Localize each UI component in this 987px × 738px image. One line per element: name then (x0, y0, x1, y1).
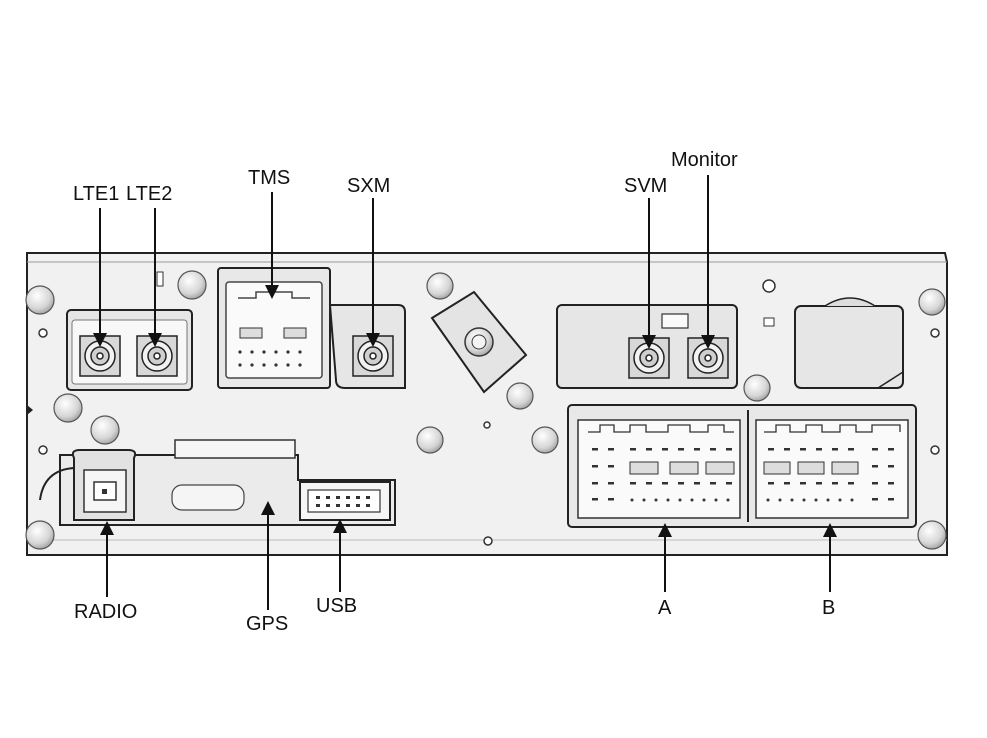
edge-notch (27, 405, 33, 415)
connector-b-body (755, 419, 909, 519)
connector-a-body (577, 419, 741, 519)
small-holes (38, 279, 940, 546)
indicator-slot (763, 317, 775, 327)
label-lte2: LTE2 (126, 183, 173, 205)
center-adjustment-mount (430, 290, 528, 394)
label-sxm: SXM (347, 175, 391, 197)
mounting-screws (25, 270, 947, 550)
radio-connector (39, 449, 137, 521)
monitor-jack (687, 337, 729, 379)
label-connector-a: A (658, 597, 672, 619)
leader-lines (93, 175, 837, 610)
small-slot (156, 271, 164, 287)
right-housing (794, 297, 904, 389)
label-monitor: Monitor (671, 149, 738, 171)
label-connector-b: B (822, 597, 836, 619)
sxm-jack (352, 335, 394, 377)
label-tms: TMS (248, 167, 291, 189)
label-radio: RADIO (74, 601, 138, 623)
usb-connector (299, 481, 391, 521)
lte2-jack (136, 335, 178, 377)
label-svm: SVM (624, 175, 668, 197)
label-lte1: LTE1 (73, 183, 120, 205)
svm-jack (628, 337, 670, 379)
label-gps: GPS (246, 613, 289, 635)
label-usb: USB (316, 595, 358, 617)
tms-connector (217, 267, 331, 389)
lte1-jack (79, 335, 121, 377)
